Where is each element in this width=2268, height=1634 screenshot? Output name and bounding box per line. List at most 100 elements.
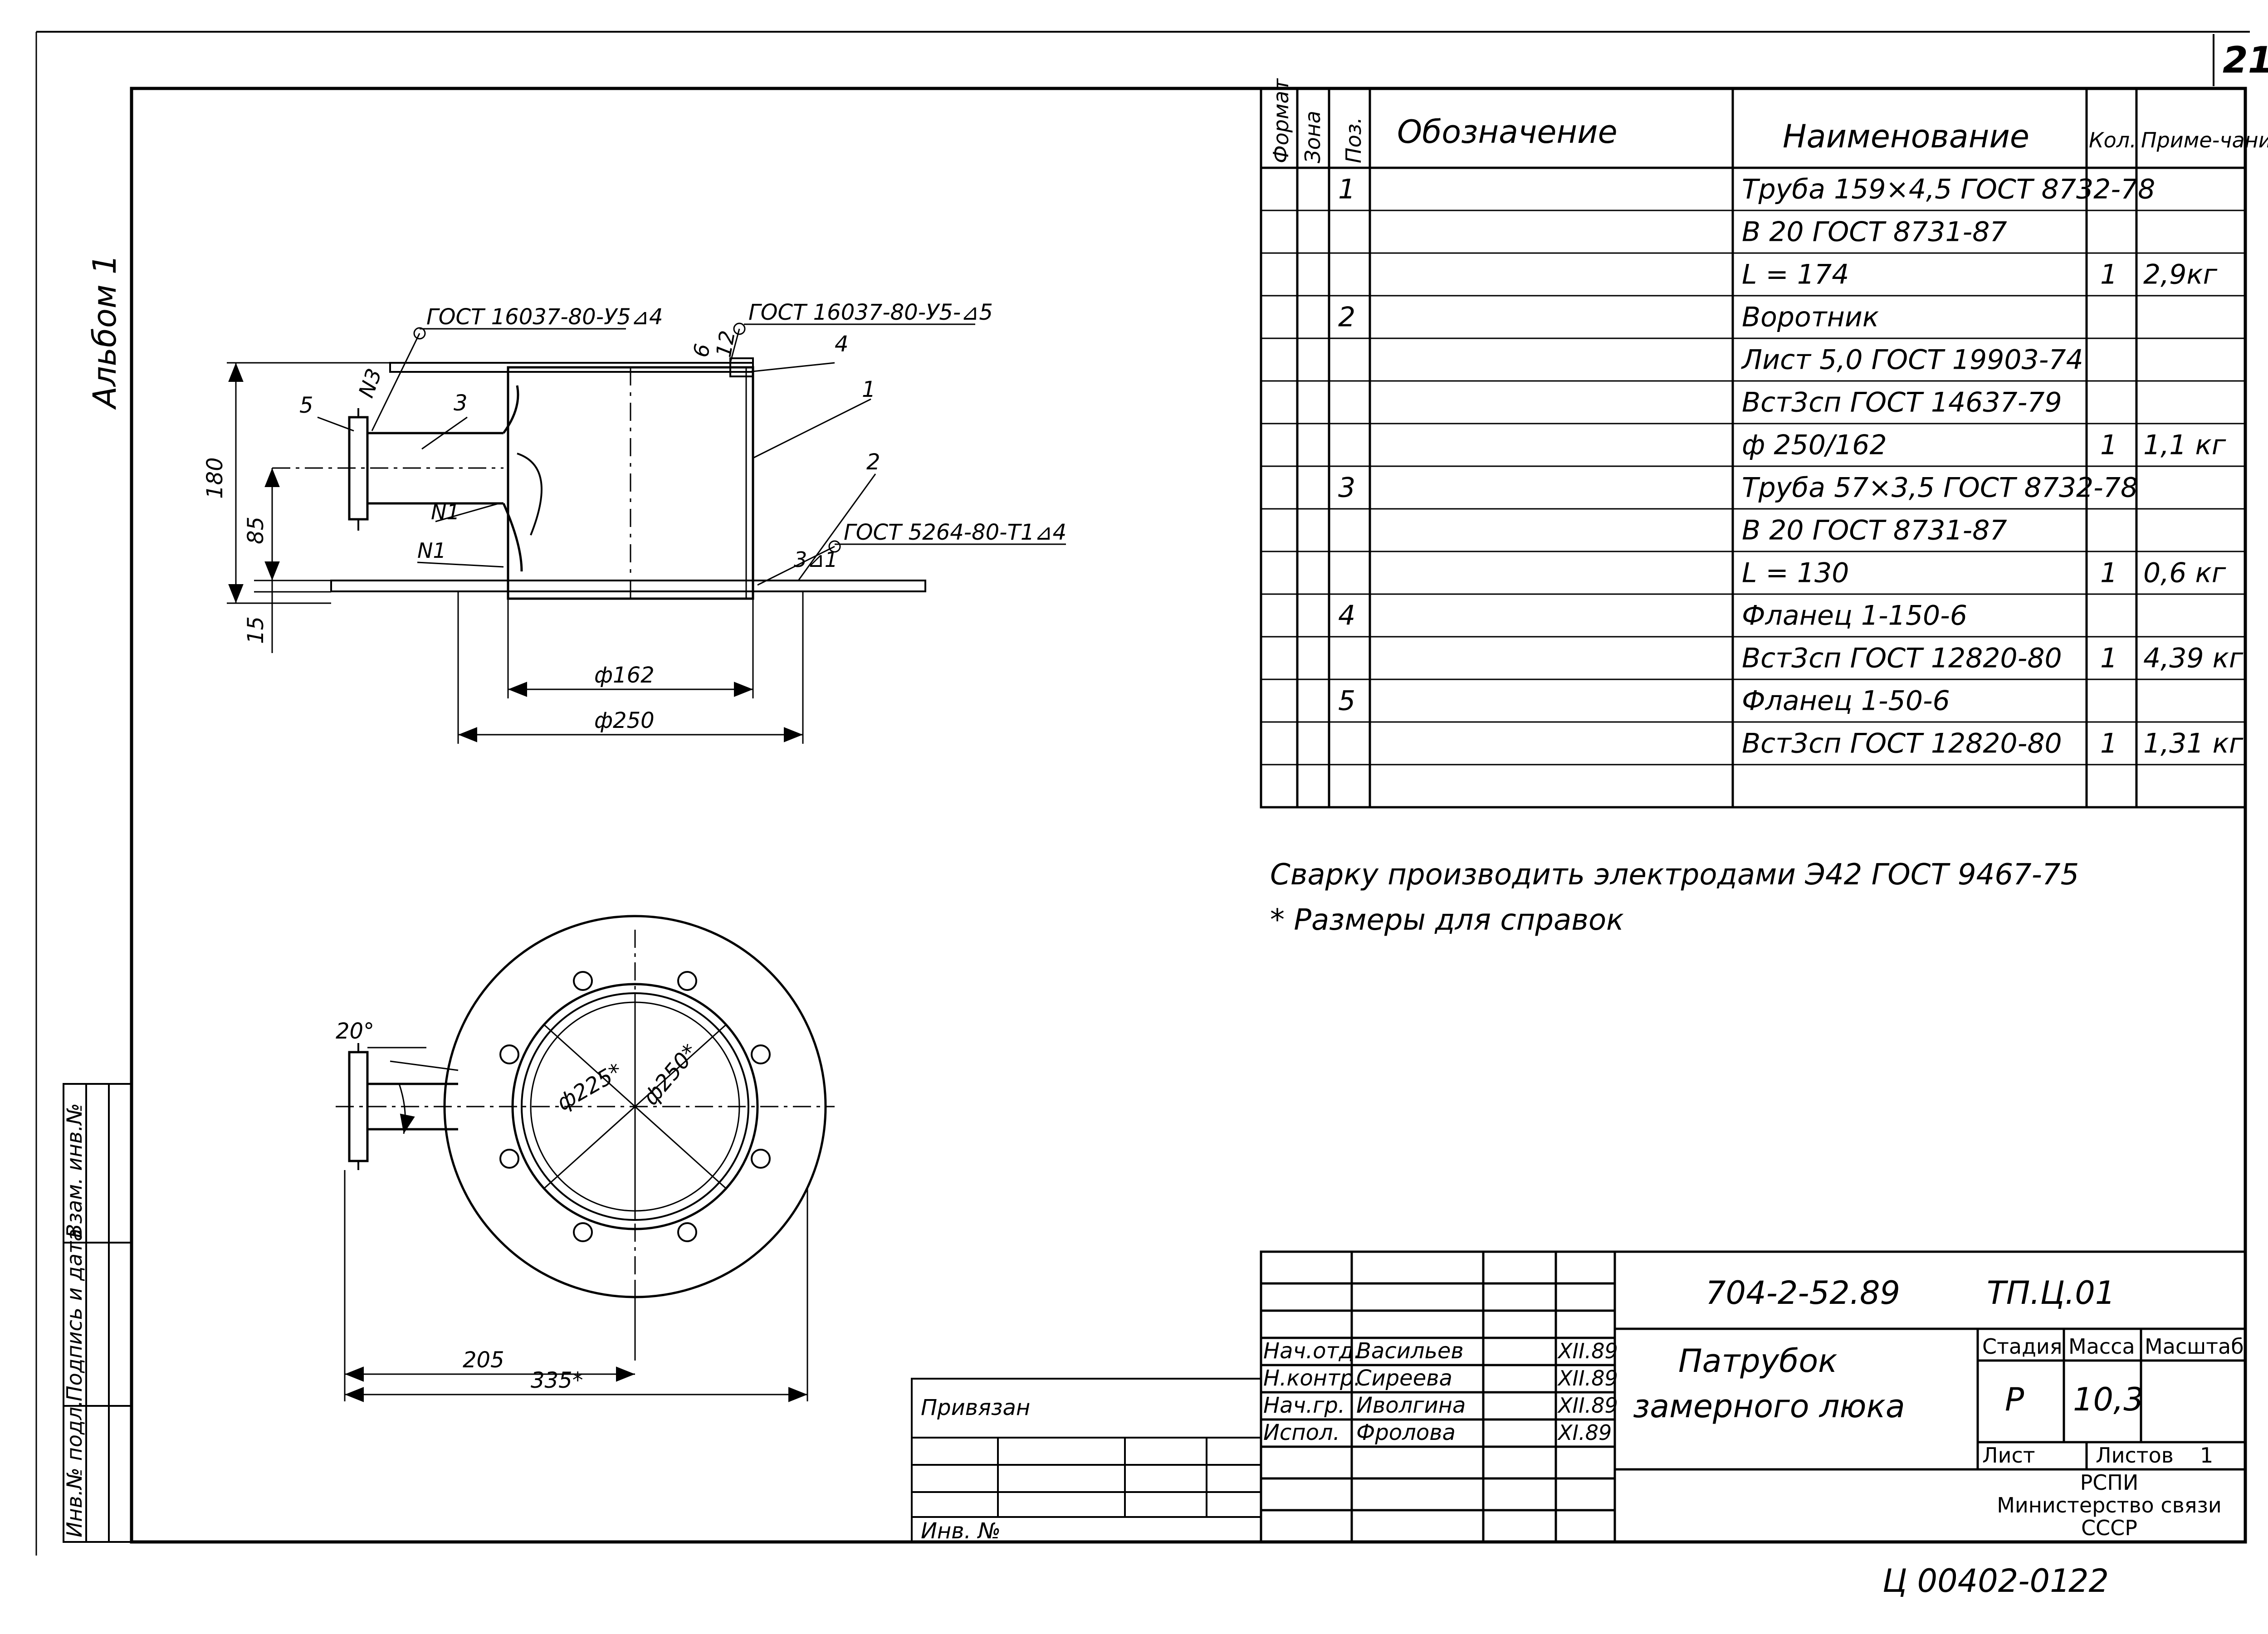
side-stamp-col2: Подпись и дата: [62, 1229, 87, 1401]
pos-3-label: 3: [454, 390, 468, 416]
spec-cell-name: Фланец 1-150-6: [1742, 600, 1967, 632]
inventory-label: Инв. №: [921, 1518, 1001, 1544]
side-stamp: [63, 1083, 132, 1543]
angle-20-label: 20°: [336, 1019, 374, 1044]
mass-label: Масса: [2068, 1334, 2135, 1359]
spec-cell-pos: 4: [1338, 600, 1355, 632]
title-block-name: Сиреева: [1356, 1366, 1452, 1391]
plan-view: [336, 915, 835, 1402]
dim-85: 85: [243, 517, 269, 544]
dim-205: 205: [463, 1347, 504, 1373]
spec-cell-note: 1,1 кг: [2143, 429, 2226, 461]
side-stamp-col1: Инв.№ подл.: [62, 1400, 87, 1537]
spec-cell-pos: 1: [1338, 174, 1355, 205]
title-block-date: XII.89: [1557, 1366, 1618, 1390]
spec-cell-qty: 1: [2100, 728, 2117, 760]
spec-cell-name: Труба 159×4,5 ГОСТ 8732-78: [1742, 174, 2155, 205]
spec-cell-name: Лист 5,0 ГОСТ 19903-74: [1741, 344, 2083, 376]
spec-cell-pos: 2: [1338, 302, 1355, 333]
spec-header-format: Формат: [1269, 78, 1293, 163]
section-view: [227, 322, 1066, 744]
bottom-code: Ц 00402-01: [1882, 1562, 2070, 1600]
spec-table-grid: [1260, 87, 2247, 809]
sheets-label: Листов: [2096, 1443, 2174, 1468]
spec-cell-qty: 1: [2100, 643, 2117, 674]
title-block-date: XI.89: [1557, 1420, 1612, 1445]
org-line1: РСПИ: [2080, 1470, 2139, 1495]
title-block-name: Иволгина: [1356, 1393, 1466, 1418]
spec-cell-name: L = 130: [1742, 557, 1849, 589]
spec-cell-name: Фланец 1-50-6: [1742, 685, 1950, 717]
spec-cell-name: В 20 ГОСТ 8731-87: [1742, 515, 2007, 546]
dim-d250s: ф250*: [638, 1039, 703, 1110]
scale-label: Масштаб: [2145, 1334, 2244, 1359]
title-block-role: Н.контр.: [1263, 1366, 1361, 1391]
doc-number: 704-2-52.89: [1706, 1274, 1900, 1312]
title-block-role: Нач.отд.: [1263, 1338, 1361, 1364]
spec-cell-qty: 1: [2100, 259, 2117, 291]
doc-code: ТП.Ц.01: [1987, 1274, 2115, 1312]
weld-leader-top-right: ГОСТ 16037-80-У5-⊿5: [748, 300, 993, 325]
note-welding: Сварку производить электродами Э42 ГОСТ …: [1270, 858, 2079, 892]
sheet-frame: [35, 31, 2250, 1556]
album-label: Альбом 1: [86, 254, 123, 410]
pos-2-label: 2: [866, 449, 880, 475]
title-line2: замерного люка: [1633, 1388, 1905, 1425]
binding-label: Привязан: [921, 1395, 1030, 1420]
spec-header-pos: Поз.: [1341, 117, 1366, 163]
stage-label: Стадия: [1982, 1334, 2062, 1359]
spec-cell-note: 2,9кг: [2143, 259, 2218, 291]
pos-1-label: 1: [862, 377, 876, 402]
spec-cell-note: 4,39 кг: [2143, 643, 2244, 674]
title-block-date: XII.89: [1557, 1339, 1618, 1363]
dim-d250: ф250: [594, 708, 655, 733]
spec-cell-name: L = 174: [1742, 259, 1849, 291]
spec-header-qty: Кол.: [2089, 128, 2136, 152]
n1a-label: N1: [431, 500, 460, 524]
spec-cell-pos: 3: [1338, 472, 1355, 504]
spec-cell-note: 1,31 кг: [2143, 728, 2244, 760]
sheets-value: 1: [2200, 1443, 2213, 1468]
spec-cell-name: Вст3сп ГОСТ 12820-80: [1742, 643, 2062, 674]
t12-label: 12: [711, 329, 740, 359]
title-block-grid: [1260, 1250, 2247, 1543]
dim-d162: ф162: [594, 663, 655, 688]
spec-cell-name: Вст3сп ГОСТ 12820-80: [1742, 728, 2062, 760]
spec-cell-qty: 1: [2100, 429, 2117, 461]
n3-label: N3: [354, 365, 387, 400]
spec-header-designation: Обозначение: [1397, 113, 1618, 151]
dim-15: 15: [243, 616, 269, 644]
dim-335: 335*: [531, 1368, 583, 1393]
spec-cell-qty: 1: [2100, 557, 2117, 589]
pos-4-label: 4: [835, 332, 849, 357]
title-block-name: Фролова: [1356, 1420, 1456, 1445]
note-reference: * Размеры для справок: [1270, 903, 1624, 937]
pos-5-label: 5: [299, 393, 313, 418]
spec-table-rows: 1 Труба 159×4,5 ГОСТ 8732-78 В 20 ГОСТ 873…: [1261, 174, 2245, 766]
spec-cell-note: 0,6 кг: [2143, 557, 2226, 589]
spec-cell-name: Воротник: [1742, 302, 1879, 333]
n1b-label: N1: [417, 538, 446, 563]
org-line3: СССР: [2081, 1516, 2137, 1540]
mass-value: 10,3: [2073, 1381, 2144, 1418]
spec-header-name: Наименование: [1783, 118, 2029, 155]
weld-leader-bottom: ГОСТ 5264-80-Т1⊿4: [844, 520, 1066, 545]
weld-3n1: 3⊿1: [794, 547, 838, 572]
spec-cell-name: ф 250/162: [1742, 429, 1887, 461]
title-block-name: Васильев: [1356, 1338, 1464, 1364]
bottom-page: 22: [2068, 1562, 2109, 1600]
spec-cell-pos: 5: [1338, 685, 1355, 717]
sheet-label: Лист: [1982, 1443, 2035, 1468]
title-block-role: Испол.: [1263, 1420, 1340, 1445]
weld-leader-top-left: ГОСТ 16037-80-У5⊿4: [426, 304, 663, 330]
org-line2: Министерство связи: [1997, 1493, 2222, 1517]
spec-header-note: Приме-чание: [2141, 128, 2268, 152]
spec-cell-name: В 20 ГОСТ 8731-87: [1742, 216, 2007, 248]
t6-label: 6: [689, 342, 715, 359]
title-block-date: XII.89: [1557, 1393, 1618, 1418]
sheet-number: 21: [2223, 39, 2268, 81]
spec-cell-name: Вст3сп ГОСТ 14637-79: [1742, 387, 2062, 419]
stage-value: Р: [2005, 1381, 2024, 1418]
